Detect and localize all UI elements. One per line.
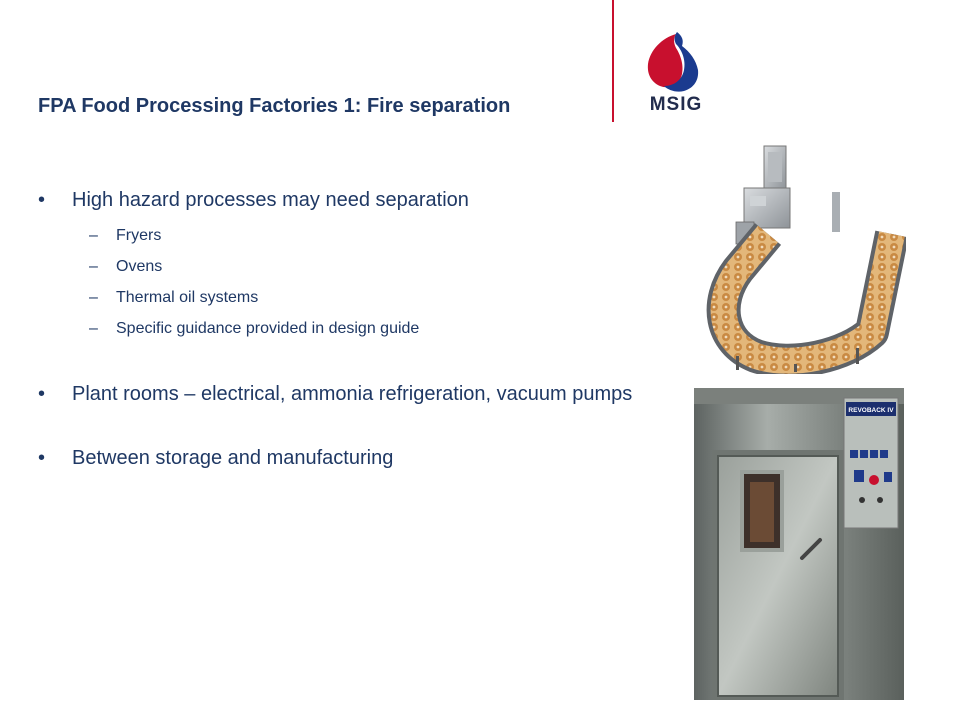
bullet-glyph: •	[38, 383, 46, 405]
logo-text: MSIG	[649, 94, 703, 115]
bullet-glyph: •	[38, 447, 46, 469]
oven-label: REVOBACK IV	[848, 407, 894, 414]
sub-glyph: –	[89, 227, 98, 244]
msig-logo: MSIG	[636, 28, 716, 122]
bullet-glyph: •	[38, 189, 46, 211]
conveyor-photo	[706, 145, 906, 374]
title-divider	[612, 0, 614, 122]
sub-text: Fryers	[116, 227, 162, 244]
slide-title: FPA Food Processing Factories 1: Fire se…	[38, 95, 511, 117]
sub-text: Specific guidance provided in design gui…	[116, 320, 420, 337]
bullet-list: • High hazard processes may need separat…	[38, 186, 678, 472]
bullet-text: Between storage and manufacturing	[72, 447, 394, 469]
sub-item: – Thermal oil systems	[38, 282, 678, 313]
bullet-item: • Plant rooms – electrical, ammonia refr…	[38, 380, 678, 408]
sub-text: Ovens	[116, 258, 163, 275]
sub-glyph: –	[89, 320, 98, 337]
sub-item: – Ovens	[38, 251, 678, 282]
bullet-item: • High hazard processes may need separat…	[38, 186, 678, 214]
sub-item: – Specific guidance provided in design g…	[38, 313, 678, 344]
msig-logo-icon	[647, 32, 699, 92]
bullet-text: Plant rooms – electrical, ammonia refrig…	[72, 383, 633, 405]
sub-glyph: –	[89, 289, 98, 306]
bullet-item: • Between storage and manufacturing	[38, 444, 678, 472]
sub-text: Thermal oil systems	[116, 289, 259, 306]
sub-item: – Fryers	[38, 220, 678, 251]
bullet-text: High hazard processes may need separatio…	[72, 189, 469, 211]
oven-photo: REVOBACK IV	[694, 388, 904, 700]
sub-glyph: –	[89, 258, 98, 275]
